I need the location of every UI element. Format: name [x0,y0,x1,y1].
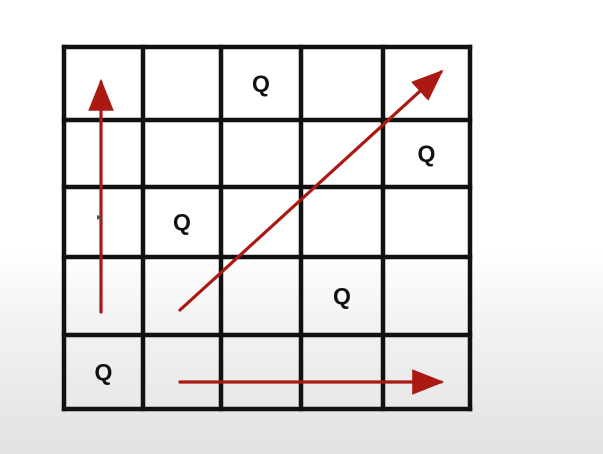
diagonal-arrow [178,69,444,312]
arrow-layer [88,69,445,395]
queen-5: Q [95,359,113,385]
mouse-cursor-mark: ▸ [97,212,102,223]
queen-1: Q [252,71,270,97]
queen-3: Q [173,209,191,235]
queen-4: Q [333,283,351,309]
queen-layer: Q Q Q Q Q [95,71,436,386]
board-grid [61,44,473,412]
queen-2: Q [418,141,436,167]
